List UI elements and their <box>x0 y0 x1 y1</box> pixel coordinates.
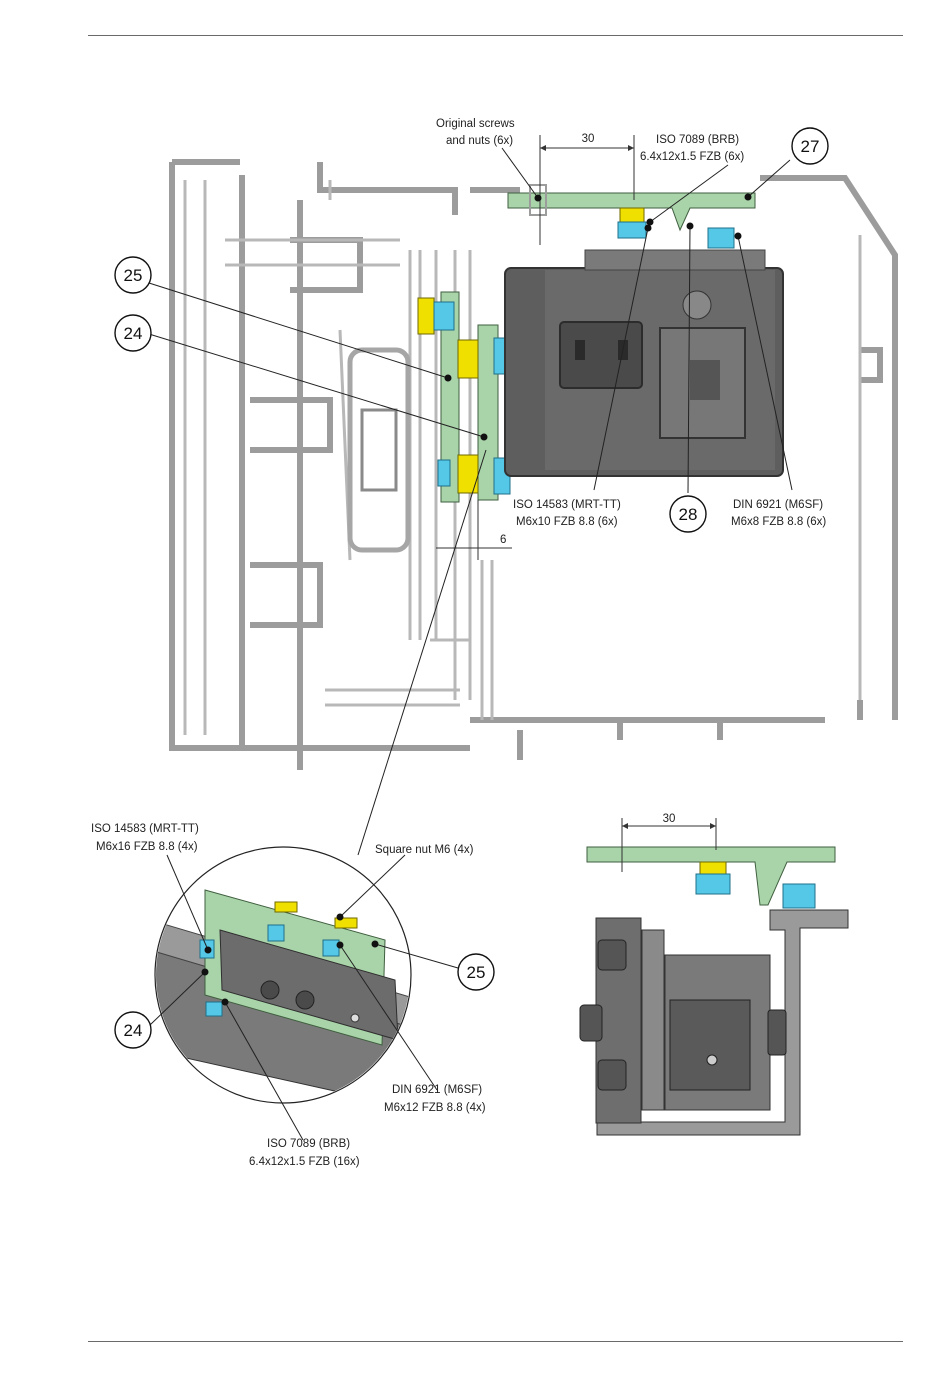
label-iso7089-detail-spec: 6.4x12x1.5 FZB (16x) <box>249 1156 360 1168</box>
label-din6921-top: DIN 6921 (M6SF) <box>733 499 823 511</box>
callout-27: 27 <box>792 128 828 164</box>
svg-text:28: 28 <box>679 505 698 524</box>
svg-text:24: 24 <box>124 324 143 343</box>
dim-30-top: 30 <box>582 133 595 145</box>
label-iso14583-top-spec: M6x10 FZB 8.8 (6x) <box>516 516 618 528</box>
dim-30-side: 30 <box>663 813 676 825</box>
label-square-nut: Square nut M6 (4x) <box>375 844 474 856</box>
label-iso7089-top-spec: 6.4x12x1.5 FZB (6x) <box>640 151 744 163</box>
rail-carrier <box>350 350 408 550</box>
dim-6-top: 6 <box>500 534 506 546</box>
label-iso7089-detail: ISO 7089 (BRB) <box>267 1138 350 1150</box>
callout-25-detail: 25 <box>458 954 494 990</box>
device-housing <box>505 250 783 476</box>
label-din6921-detail-spec: M6x12 FZB 8.8 (4x) <box>384 1102 486 1114</box>
callout-25-top: 25 <box>115 257 151 293</box>
label-din6921-detail: DIN 6921 (M6SF) <box>392 1084 482 1096</box>
callout-28: 28 <box>670 496 706 532</box>
svg-text:25: 25 <box>124 266 143 285</box>
bracket-27 <box>508 185 755 248</box>
label-iso14583-detail: ISO 14583 (MRT-TT) <box>91 823 199 835</box>
label-original-screws: Original screws <box>436 118 515 130</box>
callout-24-detail: 24 <box>115 1012 151 1048</box>
label-iso14583-detail-spec: M6x16 FZB 8.8 (4x) <box>96 841 198 853</box>
label-din6921-top-spec: M6x8 FZB 8.8 (6x) <box>731 516 826 528</box>
svg-text:24: 24 <box>124 1021 143 1040</box>
callout-24-top: 24 <box>115 315 151 351</box>
label-original-screws-qty: and nuts (6x) <box>446 135 513 147</box>
svg-text:27: 27 <box>801 137 820 156</box>
detail-circle <box>150 847 420 1110</box>
label-iso7089-top: ISO 7089 (BRB) <box>656 134 739 146</box>
svg-text:25: 25 <box>467 963 486 982</box>
label-iso14583-top: ISO 14583 (MRT-TT) <box>513 499 621 511</box>
side-view <box>580 847 848 1135</box>
